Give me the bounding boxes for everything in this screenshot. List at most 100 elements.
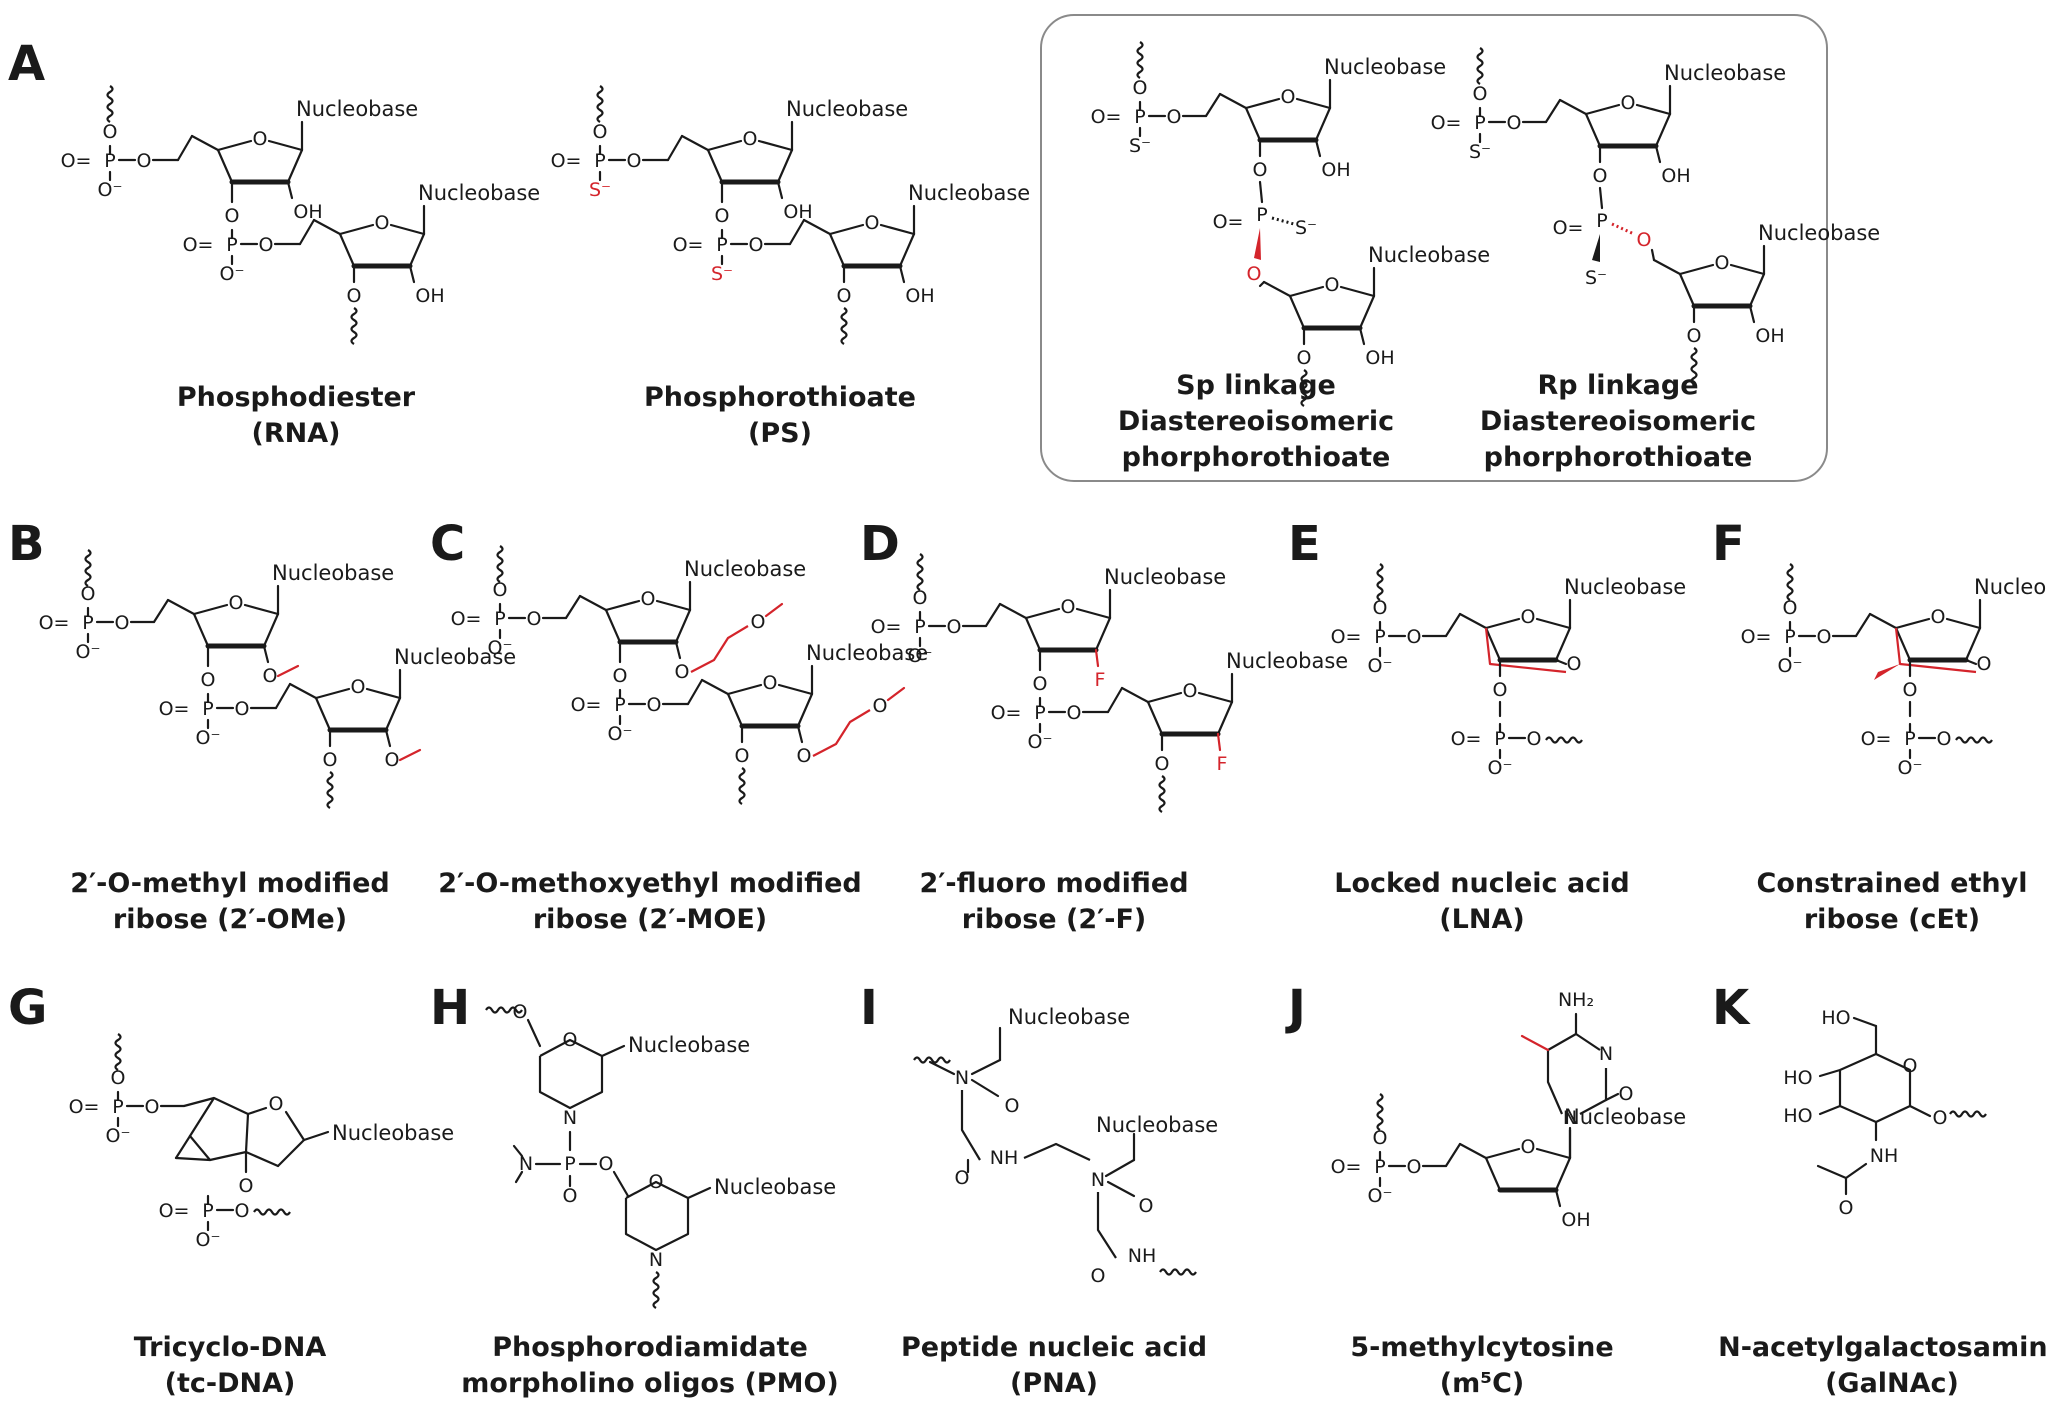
hydroxyl-group: OH xyxy=(1755,325,1784,347)
oxygen-double: O= xyxy=(571,694,602,716)
bond xyxy=(1484,1147,1521,1160)
bond xyxy=(1458,1142,1488,1160)
nucleobase-label: Nucleobase xyxy=(394,645,516,669)
bond xyxy=(1094,616,1112,652)
bond xyxy=(338,223,375,236)
oxygen-atom: O xyxy=(1593,165,1608,187)
bond xyxy=(970,1078,1000,1098)
ring-nitrogen: N xyxy=(649,1249,663,1271)
bond xyxy=(726,683,763,696)
hydroxyl-group: OH xyxy=(1365,347,1394,369)
bond xyxy=(1654,112,1672,148)
caption-line: Phosphorodiamidate xyxy=(492,1332,808,1363)
phosphorus-atom: P xyxy=(226,234,237,256)
oxygen-atom: O xyxy=(1091,1265,1106,1287)
caption-line: (PNA) xyxy=(1010,1368,1098,1399)
ring-oxygen: O xyxy=(1061,596,1076,618)
bond xyxy=(828,223,865,236)
phosphorus-atom: P xyxy=(1374,1156,1385,1178)
oxygen-atom: O xyxy=(1167,106,1182,128)
oxygen-double: O= xyxy=(69,1096,100,1118)
panel-letter-j: J xyxy=(1288,980,1306,1036)
bond xyxy=(314,687,351,700)
oxygen-double: O= xyxy=(1553,217,1584,239)
nucleobase-label: Nucleobase xyxy=(684,557,806,581)
caption-line: Diastereoisomeric xyxy=(1117,406,1395,437)
bond xyxy=(686,1186,712,1200)
caption-line: Tricyclo-DNA xyxy=(133,1332,327,1363)
bond xyxy=(183,1096,250,1162)
wedge-bond xyxy=(1592,234,1600,262)
phosphorus-atom: P xyxy=(716,234,727,256)
wavy-bond xyxy=(1136,41,1144,79)
bond xyxy=(1288,285,1325,298)
phosphorus-atom: P xyxy=(564,1153,575,1175)
bond xyxy=(700,678,730,696)
bond xyxy=(1106,1180,1136,1198)
bond xyxy=(1894,626,1912,662)
bond xyxy=(1964,658,1978,666)
bond xyxy=(284,1110,306,1142)
oxygen-atom: O xyxy=(599,1153,614,1175)
bond xyxy=(1244,106,1262,142)
bond xyxy=(1339,285,1376,298)
bond xyxy=(1295,97,1332,110)
oxygen-atom: O xyxy=(613,665,628,687)
wedge-bond xyxy=(1254,228,1261,260)
caption-line: ribose (cEt) xyxy=(1803,904,1981,935)
oxygen-atom: O xyxy=(111,1067,126,1089)
bond xyxy=(777,683,814,696)
bond xyxy=(286,180,294,200)
caption-line: (PS) xyxy=(748,418,812,449)
wavy-bond xyxy=(114,1033,122,1071)
bond xyxy=(1964,626,1982,662)
bond xyxy=(216,148,234,184)
ring-nitrogen: N xyxy=(1599,1043,1613,1065)
hashed-bond xyxy=(1271,216,1295,226)
bond xyxy=(1358,294,1376,330)
bond xyxy=(1558,98,1588,116)
bond xyxy=(190,134,220,152)
oxygen-minus: O⁻ xyxy=(1028,731,1053,753)
oxygen-atom: O xyxy=(735,745,750,767)
bond xyxy=(1484,627,1567,674)
bond xyxy=(276,1138,306,1168)
oxygen-minus: O⁻ xyxy=(98,179,123,201)
oxygen-double: O= xyxy=(451,608,482,630)
hydroxyl-group: HO xyxy=(1783,1105,1812,1127)
oxygen-atom: O xyxy=(1297,347,1312,369)
nitrogen-atom: N xyxy=(955,1067,969,1089)
bond xyxy=(788,218,806,246)
oxygen-double: O= xyxy=(551,150,582,172)
bond xyxy=(1314,106,1332,142)
oxygen-atom: O xyxy=(1133,77,1148,99)
bond xyxy=(1444,612,1462,638)
bond xyxy=(624,1180,690,1252)
nucleobase-label: Nucleobase xyxy=(1104,565,1226,589)
oxygen-minus: O⁻ xyxy=(1368,655,1393,677)
bond xyxy=(512,1144,524,1158)
oxygen-minus: O⁻ xyxy=(488,637,513,659)
oxygen-atom: O xyxy=(323,749,338,771)
oxygen-atom: O xyxy=(1473,83,1488,105)
sulfur-atom: S⁻ xyxy=(711,263,733,285)
caption-line: (LNA) xyxy=(1439,904,1525,935)
caption-line: Sp linkage xyxy=(1176,370,1336,401)
wavy-bond xyxy=(253,1208,291,1216)
bond xyxy=(152,598,170,624)
oxygen-atom: O xyxy=(1933,1107,1948,1129)
phosphorus-atom: P xyxy=(1494,728,1505,750)
oxygen-atom: O xyxy=(259,234,274,256)
oxygen-atom: O xyxy=(239,1175,254,1197)
oxygen-double: O= xyxy=(183,234,214,256)
bond xyxy=(1146,691,1183,704)
wavy-bond xyxy=(840,307,848,345)
oxygen-double: O= xyxy=(673,234,704,256)
caption-line: 2′-O-methoxyethyl modified xyxy=(438,868,862,899)
caption-line: (m⁵C) xyxy=(1439,1368,1525,1399)
bridging-oxygen: O xyxy=(1637,229,1652,251)
oxygen-atom: O xyxy=(527,608,542,630)
oxygen-double: O= xyxy=(1091,106,1122,128)
bond xyxy=(1244,97,1281,110)
